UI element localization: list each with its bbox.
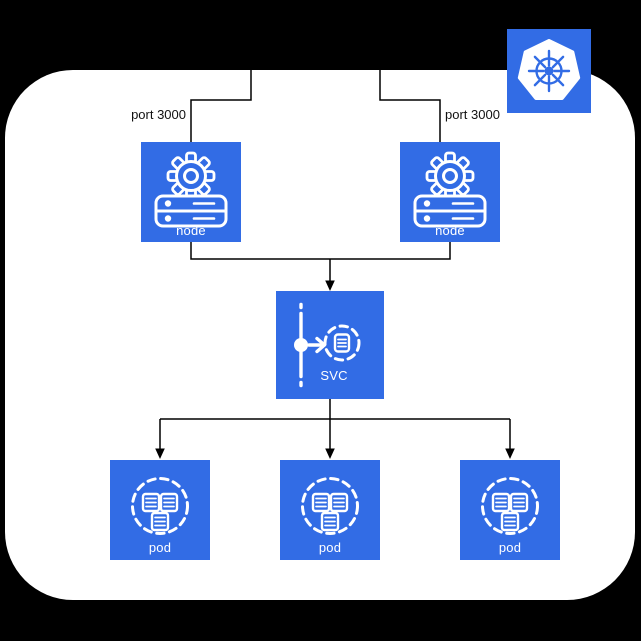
node-label: node <box>176 223 206 238</box>
service-label: SVC <box>320 368 348 383</box>
connector-nodes-junction <box>190 241 451 260</box>
arrowhead-pod-1 <box>155 448 165 459</box>
pod-label: pod <box>498 540 522 555</box>
pod-box-3: pod <box>460 460 560 560</box>
kubernetes-helm-icon <box>527 49 571 93</box>
node-box-1: node <box>141 142 241 242</box>
connector-port-to-node-2 <box>379 70 441 142</box>
pod-label: pod <box>148 540 172 555</box>
pod-label: pod <box>318 540 342 555</box>
pod-containers-icon <box>131 477 189 535</box>
pod-containers-icon <box>481 477 539 535</box>
pod-box-2: pod <box>280 460 380 560</box>
service-routing-icon <box>294 302 361 388</box>
pod-containers-icon <box>301 477 359 535</box>
arrowhead-pod-2 <box>325 448 335 459</box>
arrowhead-svc <box>325 280 335 291</box>
node-box-2: node <box>400 142 500 242</box>
arrowhead-pod-3 <box>505 448 515 459</box>
service-box: SVC <box>276 291 384 399</box>
gear-server-icon <box>413 151 487 228</box>
kubernetes-logo <box>507 29 591 113</box>
port-label-left: port 3000 <box>131 107 186 122</box>
port-label-right: port 3000 <box>445 107 500 122</box>
connector-port-to-node-1 <box>190 70 252 142</box>
gear-server-icon <box>154 151 228 228</box>
node-label: node <box>435 223 465 238</box>
pod-box-1: pod <box>110 460 210 560</box>
